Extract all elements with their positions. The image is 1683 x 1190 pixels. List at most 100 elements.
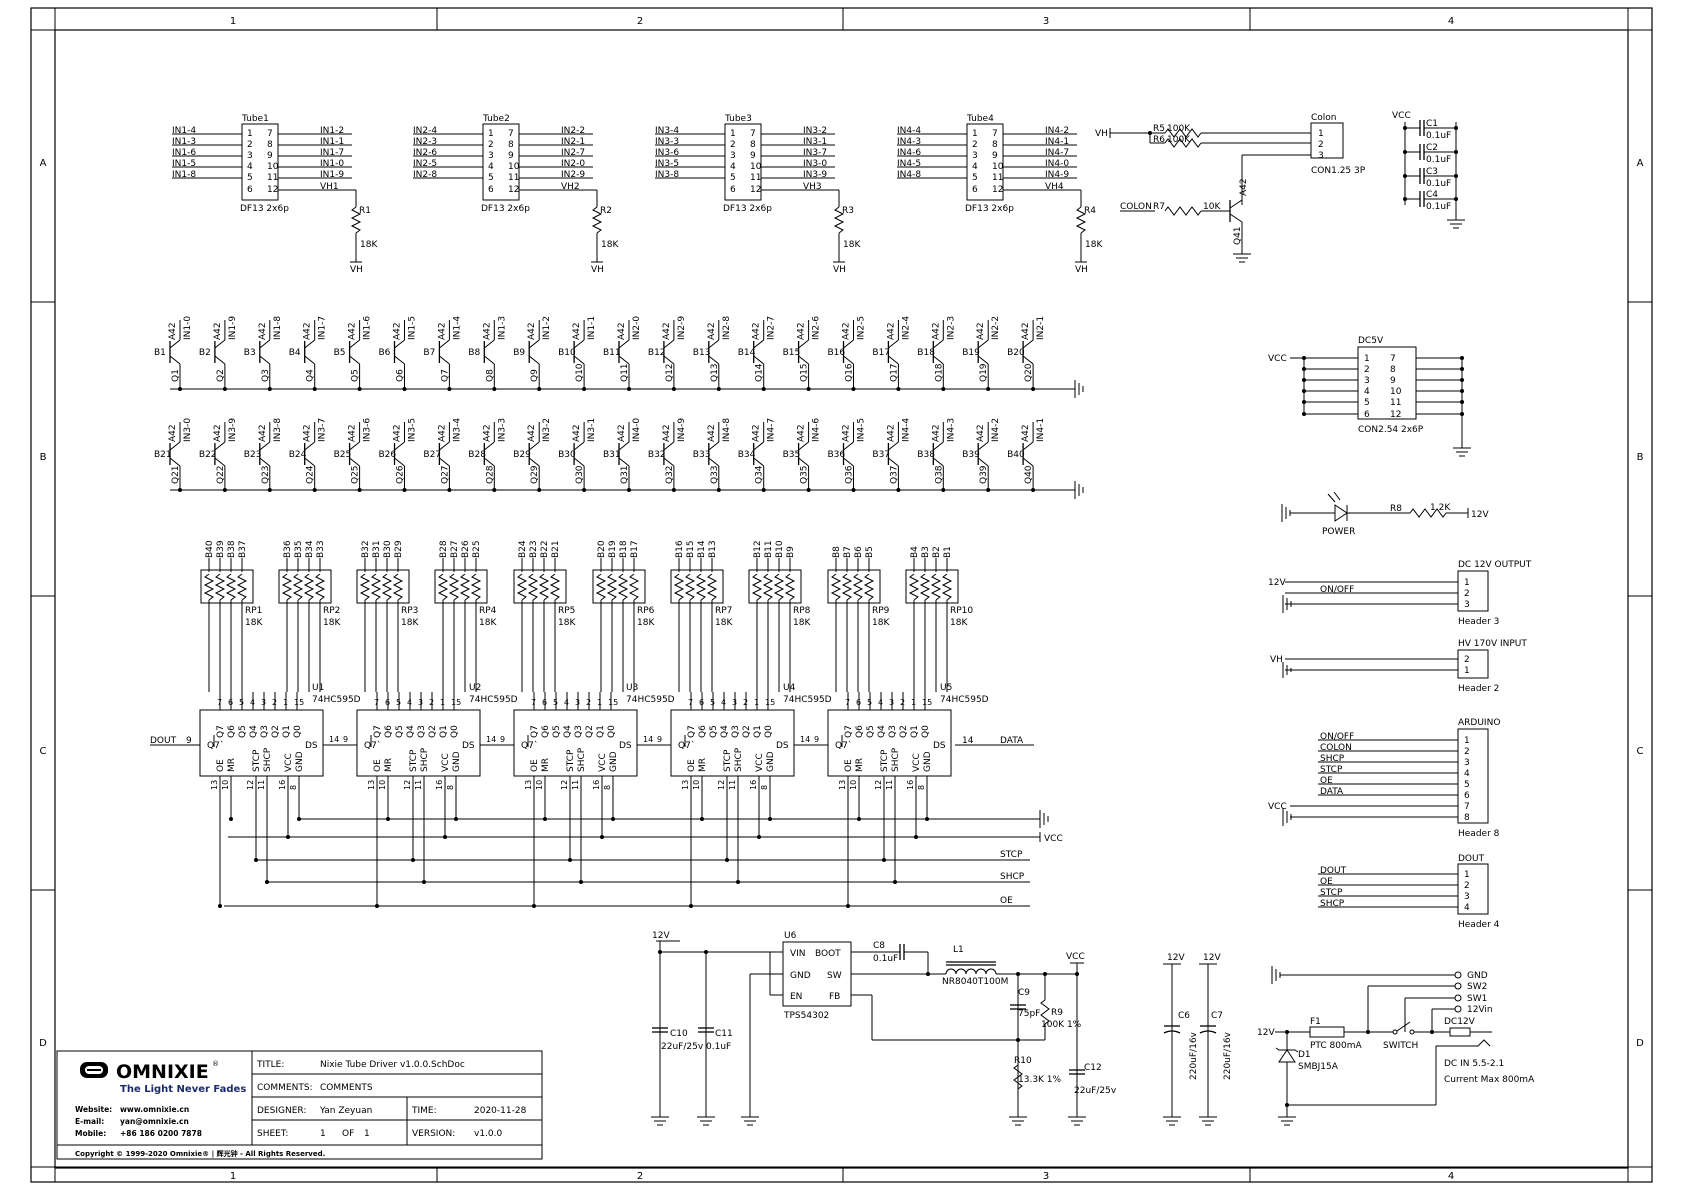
tube-pin-left: 3 (247, 151, 253, 161)
transistor-base-net: B32 (648, 450, 666, 460)
resistor-pack-net: B29 (394, 540, 404, 558)
tube-resistor (350, 206, 362, 234)
tube-net-right: IN3-9 (803, 170, 827, 180)
shift-register-pin-number: 4 (878, 698, 883, 707)
shift-register-pin-name: Q3 (731, 725, 741, 738)
tube-net-right: IN1-2 (320, 126, 344, 136)
tube-net-left: IN2-4 (413, 126, 437, 136)
dcin-12v: 12V (1257, 1028, 1275, 1038)
tube-package: DF13 2x6p (965, 204, 1014, 214)
resistor-pack-name: RP7 (715, 606, 732, 616)
transistor-collector-net: IN2-5 (857, 316, 867, 340)
shift-register-box (827, 709, 952, 777)
ground-icon (1282, 595, 1292, 613)
shift-register-box (356, 709, 481, 777)
resistor-pack-element (595, 573, 607, 601)
wire (843, 355, 854, 365)
transistor-ref: Q3 (261, 369, 271, 382)
tube-pin-left: 4 (488, 162, 494, 172)
transistor-base-net: B25 (334, 450, 352, 460)
wire (1022, 339, 1034, 349)
transistor-collector-net: IN1-7 (318, 316, 328, 340)
shift-register-pin-name: Q7 (844, 725, 854, 738)
wire (798, 457, 809, 467)
r7-label: R7 (1153, 202, 1165, 212)
dout-net-label: OE (1320, 877, 1333, 887)
transistor-ref: Q13 (710, 363, 720, 382)
resistor-pack-element (673, 573, 685, 601)
transistor-collector-net: IN4-0 (632, 418, 642, 442)
shift-register-pin-number: 8 (446, 785, 455, 790)
transistor-type: A42 (976, 424, 986, 442)
shift-register-pin-name: Q4 (249, 725, 259, 738)
resistor-pack-net: B5 (865, 546, 875, 558)
junction-dot (671, 387, 676, 391)
omnixie-logo-icon (80, 1062, 108, 1078)
shift-register-package: 74HC595D (469, 695, 518, 705)
tube-net-right: IN2-0 (561, 159, 585, 169)
u6-pin-fb: FB (829, 992, 840, 1002)
tube-pin-left: 6 (972, 185, 978, 195)
shift-register-pin-name: Q2 (271, 725, 281, 738)
wire (573, 457, 585, 467)
arduino-pin-number: 8 (1464, 813, 1470, 823)
shift-register-pin-number: 5 (396, 698, 401, 707)
resistor-pack-net: B24 (518, 540, 528, 558)
wire (349, 441, 360, 451)
r9-value: 100K 1% (1041, 1020, 1082, 1030)
transistor-type: A42 (213, 322, 223, 340)
wire (1022, 355, 1034, 365)
d1-label: D1 (1298, 1050, 1311, 1060)
l1-value: NR8040T100M (942, 977, 1008, 987)
tube-package: DF13 2x6p (481, 204, 530, 214)
c8-value: 0.1uF (873, 954, 898, 964)
transistor-collector-net: IN3-2 (542, 418, 552, 442)
cap-name: C2 (1426, 143, 1438, 153)
resistor-pack-element (684, 573, 696, 601)
wire (798, 355, 809, 365)
junction-dot (671, 488, 676, 492)
tube-pin-right: 10 (267, 162, 279, 172)
shift-register-q7s: Q7` (364, 740, 381, 751)
resistor-pack-net: B6 (854, 546, 864, 558)
wire (977, 355, 989, 365)
tube-net-left: IN1-5 (172, 159, 196, 169)
transistor-base-net: B24 (289, 450, 307, 460)
transistor-ref: Q23 (261, 465, 271, 484)
zone-row-b-right: B (1637, 452, 1644, 463)
u6-chip: TPS54302 (783, 1011, 829, 1021)
resistor-pack-element (695, 573, 707, 601)
transistor-collector-net: IN2-7 (767, 316, 777, 340)
transistor-base-net: B27 (423, 450, 441, 460)
title-block: OMNIXIE ® The Light Never Fades Website:… (56, 1050, 543, 1160)
junction-dot (218, 904, 222, 908)
transistor-type: A42 (168, 424, 178, 442)
tube-pin-right: 9 (992, 151, 998, 161)
shift-register-pin-number: 7 (688, 698, 693, 707)
transistor-type: A42 (482, 424, 492, 442)
chain-pin-14: 14 (486, 735, 496, 744)
junction-dot (1460, 356, 1464, 360)
resistor-pack-element (459, 573, 471, 601)
ground-icon (1039, 810, 1049, 828)
u6-pin-gnd: GND (790, 971, 811, 981)
shift-register-pin-number: 15 (608, 698, 618, 707)
shift-register-u4: U474HC595D7Q76Q65Q54Q43Q32Q21Q115Q0Q7`DS… (670, 683, 832, 908)
resistor-pack-name: RP10 (950, 606, 973, 616)
resistor-pack-name: RP1 (245, 606, 262, 616)
shift-register-pin-number: 10 (849, 780, 858, 790)
hv-header-name: Header 2 (1458, 684, 1499, 694)
shift-register-pin-number: 8 (603, 785, 612, 790)
resistor-pack-net: B10 (775, 540, 785, 558)
shift-register-pin-number: 13 (838, 780, 847, 790)
arduino-pin-number: 4 (1464, 769, 1470, 779)
dc-input: GND SW2 SW1 12Vin 12V F1 PTC 800mA SWITC… (1257, 966, 1535, 1126)
transistor-type: A42 (662, 424, 672, 442)
wire (573, 441, 585, 451)
dc12-12v: 12V (1268, 578, 1286, 588)
